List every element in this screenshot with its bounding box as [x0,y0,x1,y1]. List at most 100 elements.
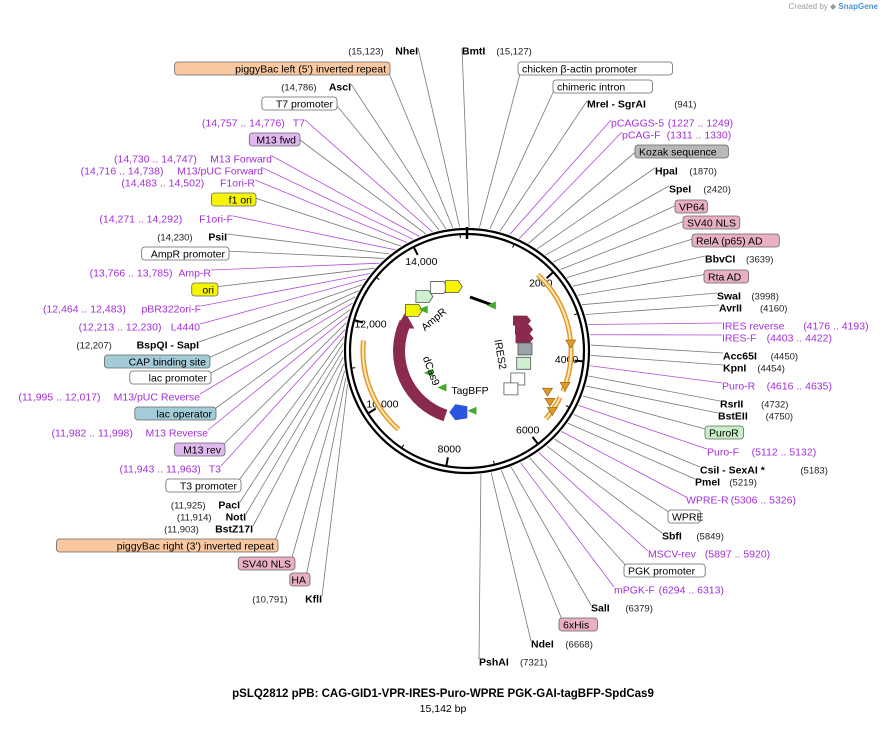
leader-line [199,278,367,325]
leader-line [305,377,347,578]
feature-label-group: M13/pUC Forward (14,716 .. 14,738) [81,166,264,178]
feature-box [191,282,219,297]
feature-box [56,538,279,553]
feature-label-group: F1ori-R(14,483 .. 14,502) [121,178,255,190]
feature-box [210,192,257,207]
feature-box [261,96,338,111]
feature-box-label: 6xHis [563,620,589,632]
enzyme-label: AvrII [719,303,742,315]
feature-label-group: MSCV-rev(5897 .. 5920) [648,549,770,561]
enzyme-label: Acc65I [723,351,757,363]
leader-line [290,370,345,562]
plasmid-size: 15,142 bp [419,703,467,715]
feature-label-group: piggyBac right (3') inverted repeat [56,538,279,553]
primer-label: pCAGGS-5 [611,118,664,130]
feature-box [248,132,301,147]
ruler-label: 14,000 [405,256,437,268]
enzyme-label: NheI [395,46,418,58]
feature-label-group: M13/pUC Reverse(11,995 .. 12,017) [18,392,200,404]
ruler-minor-tick [573,313,578,316]
feature-box [129,370,212,385]
leader-line [500,470,564,623]
feature-box-label: CAP binding site [129,357,207,369]
feature-label-group: IRES-F(4403 .. 4422) [722,333,832,345]
feature-box-label: RelA (p65) AD [696,236,763,248]
primer-position: (11,995 .. 12,017) [18,392,100,404]
enzyme-position: (941) [674,100,696,111]
enzyme-label: BbvCI [705,254,735,266]
inner-feature-label: IRES2 [491,338,508,370]
leader-line [554,438,673,515]
feature-box [691,233,780,248]
feature-arrow-icon [444,280,463,294]
leader-line [573,414,701,468]
feature-arrow-icon [415,290,434,304]
feature-box-label: Rta AD [708,272,742,284]
enzyme-position: (1870) [689,167,716,178]
primer-position: (12,464 .. 12,483) [43,304,126,316]
leader-line [581,292,718,306]
leader-line [538,452,649,552]
small-green-arrow-icon [437,383,447,392]
enzyme-label: CsiI - SexAI * [700,465,766,477]
leader-line [239,343,344,503]
leader-line [321,384,348,597]
leader-line [478,474,482,660]
leader-line [273,363,345,544]
leader-line [224,250,385,259]
feature-label-group: BmtI(15,127) [462,46,532,58]
leader-line [206,296,356,376]
feature-box [104,354,211,369]
primer-position: (4616 .. 4635) [767,381,832,393]
leader-line [489,83,558,230]
feature-label-group: NdeI(6668) [531,639,593,651]
leader-line [578,405,708,450]
feature-box [623,563,706,578]
leader-line [252,356,344,527]
enzyme-position: (12,207) [76,341,111,352]
ruler-minor-tick [413,246,416,251]
primer-position: (13,766 .. 13,785) [90,268,173,280]
leader-line [236,336,345,484]
feature-label-group: HA [289,572,311,587]
enzyme-label: AscI [329,82,351,94]
leader-line [205,290,359,360]
primer-label: M13/pUC Forward [177,166,263,178]
feature-label-group: pBR322ori-F(12,464 .. 12,483) [43,304,201,316]
leader-line [332,100,440,231]
feature-box [165,478,242,493]
ruler-minor-tick [445,462,448,467]
feature-box-label: T7 promoter [276,99,334,111]
feature-label-group: RsrII(4732) [720,399,788,411]
enzyme-label: BstEII [718,411,748,423]
leader-line [561,431,687,498]
feature-box [674,199,708,214]
primer-position: (14,483 .. 14,502) [121,178,204,190]
enzyme-position: (4160) [760,304,787,315]
enzyme-label: SbfI [662,531,682,543]
feature-labels: NheI(15,123)piggyBac left (5') inverted … [18,46,868,669]
leader-line [528,148,640,244]
feature-label-group: M13 Forward(14,730 .. 14,747) [114,154,272,166]
feature-label-group: SalI(6379) [591,603,653,615]
primer-label: WPRE-R [686,495,729,507]
feature-label-group: BstZ17I(11,903) [164,524,253,536]
feature-label-group: SwaI(3998) [717,291,779,303]
leader-line [385,65,454,228]
ruler-label: 6000 [516,424,540,436]
primer-label: T7 [293,118,305,130]
primer-label: F1ori-F [199,214,233,226]
leader-line [590,365,723,384]
orange-arrow-icon [559,382,571,392]
enzyme-label: BstZ17I [215,524,253,536]
enzyme-label: BspQI - SapI [137,340,200,352]
label-leader-lines [198,47,724,660]
enzyme-position: (6379) [625,604,652,615]
primer-position: (14,716 .. 14,738) [81,166,164,178]
primer-label: L4440 [171,322,200,334]
feature-label-group: chicken β-actin promoter [517,61,673,76]
enzyme-position: (3998) [751,292,778,303]
feature-box-label: AmpR promoter [151,249,226,261]
feature-label-group: SbfI(5849) [662,531,724,543]
